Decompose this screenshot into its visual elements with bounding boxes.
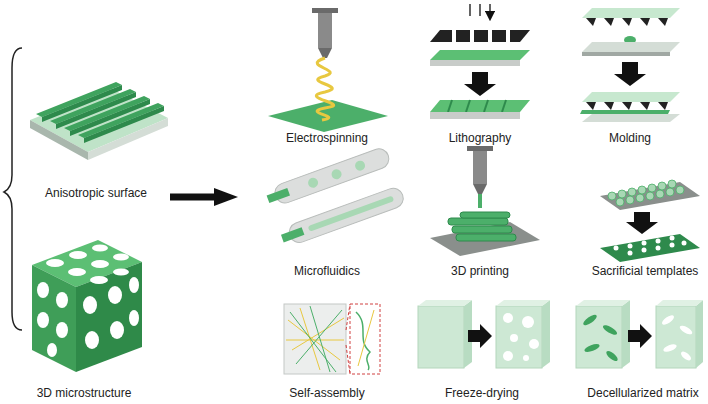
caption-label: Microfluidics: [294, 264, 360, 278]
brace: [4, 48, 22, 330]
freeze-drying-icon: [418, 300, 550, 368]
microstructure-cube: [32, 240, 142, 372]
caption-label: Electrospinning: [286, 131, 368, 145]
decellularized-icon: [576, 300, 703, 368]
caption-label: Lithography: [449, 131, 512, 145]
self-assembly-icon: [284, 304, 380, 374]
electrospinning-icon: [268, 8, 388, 132]
caption-label: Decellularized matrix: [587, 386, 698, 400]
caption-label: Molding: [609, 131, 651, 145]
main-arrow-head: [214, 188, 238, 206]
printing-icon: [430, 146, 540, 256]
caption-label: 3D printing: [451, 264, 509, 278]
sacrificial-template-icon: [600, 180, 700, 262]
main-arrow: [170, 194, 218, 201]
caption-label: Self-assembly: [289, 386, 364, 400]
caption-label: Freeze-drying: [445, 386, 519, 400]
caption-label: Sacrificial templates: [592, 264, 699, 278]
caption-label: 3D microstructure: [37, 386, 132, 400]
caption-label: Anisotropic surface: [45, 186, 147, 200]
microfluidics-icon: [265, 146, 406, 248]
anisotropic-surface: [30, 82, 168, 160]
molding-icon: [580, 8, 680, 122]
lithography-icon: [430, 4, 530, 119]
